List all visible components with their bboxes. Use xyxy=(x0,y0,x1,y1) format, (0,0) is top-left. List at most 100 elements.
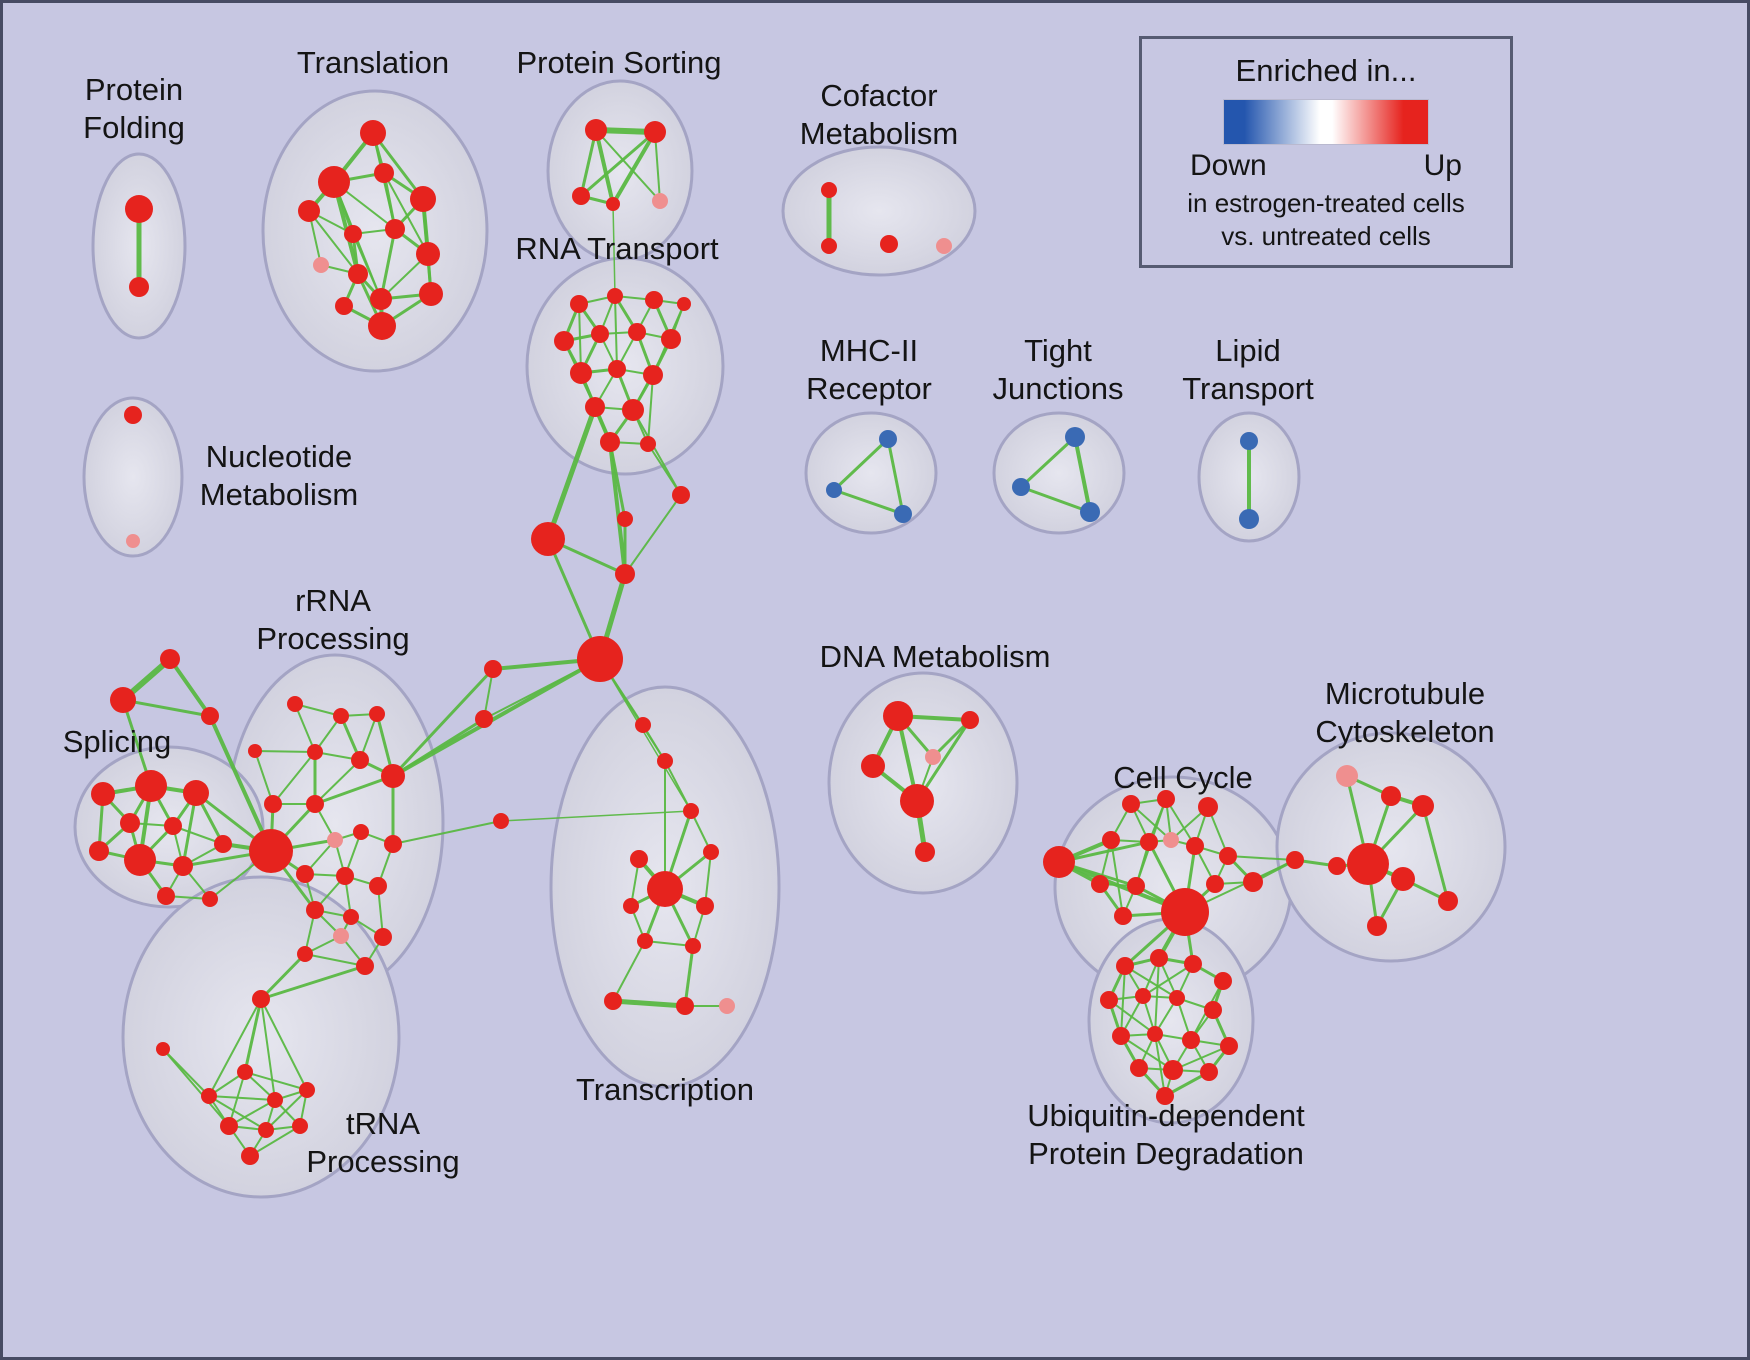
node-ub4 xyxy=(1214,972,1232,990)
edge-cn3-tx3 xyxy=(500,810,692,822)
node-sp11 xyxy=(202,891,218,907)
legend-title: Enriched in... xyxy=(1235,53,1417,88)
edge-tx2-tx3 xyxy=(664,760,692,812)
node-sp5 xyxy=(164,817,182,835)
node-rp17 xyxy=(343,909,359,925)
node-rt14 xyxy=(600,432,620,452)
node-ps3 xyxy=(572,187,590,205)
cluster-trna-processing xyxy=(121,875,401,1199)
edge-rt11-rt15 xyxy=(647,374,654,445)
node-sp10 xyxy=(157,887,175,905)
edge-tp6-tp8 xyxy=(265,1089,308,1131)
node-nm2 xyxy=(126,534,140,548)
node-rt7 xyxy=(628,323,646,341)
node-k2 xyxy=(617,511,633,527)
edge-rp6-rp9 xyxy=(314,759,361,805)
edge-tp4-tp8 xyxy=(208,1095,267,1131)
node-mc1 xyxy=(1336,765,1358,787)
legend-down-label: Down xyxy=(1190,149,1267,182)
edge-tp9-tp10 xyxy=(249,1125,301,1157)
node-tp9 xyxy=(292,1118,308,1134)
edge-tp2-tp7 xyxy=(162,1048,230,1127)
node-k1 xyxy=(672,486,690,504)
node-mc6 xyxy=(1347,843,1389,885)
node-rp7 xyxy=(381,764,405,788)
edge-tx5-tx8 xyxy=(704,851,712,907)
node-cm3 xyxy=(880,235,898,253)
edge-tj1-tj3 xyxy=(1073,435,1092,514)
node-st2 xyxy=(110,687,136,713)
edge-ub3-ub6 xyxy=(1142,963,1194,997)
node-rp5 xyxy=(307,744,323,760)
edge-tj1-tj2 xyxy=(1019,435,1077,489)
node-rt11 xyxy=(643,365,663,385)
cluster-label-dna-metabolism: DNA Metabolism xyxy=(820,639,1051,674)
node-rt1 xyxy=(570,295,588,313)
node-tx11 xyxy=(604,992,622,1010)
node-rt15 xyxy=(640,436,656,452)
node-tr1 xyxy=(360,120,386,146)
edge-rp4-rp8 xyxy=(254,750,274,805)
node-tr13 xyxy=(419,282,443,306)
edge-rp7-rp9 xyxy=(313,774,395,806)
edge-ps2-ps4 xyxy=(611,130,657,206)
node-tp6 xyxy=(299,1082,315,1098)
node-ub16 xyxy=(1156,1087,1174,1105)
node-rt13 xyxy=(622,399,644,421)
edge-ps1-ps3 xyxy=(579,128,598,198)
node-ub12 xyxy=(1220,1037,1238,1055)
edge-tx10-tx12 xyxy=(683,944,695,1008)
node-tx2 xyxy=(657,753,673,769)
edge-ps4-rt2 xyxy=(612,203,616,297)
edge-tr1-tr5 xyxy=(371,131,425,201)
node-rp21 xyxy=(356,957,374,975)
node-cc12 xyxy=(1206,875,1224,893)
node-ub6 xyxy=(1135,988,1151,1004)
node-mc3 xyxy=(1412,795,1434,817)
node-cc14 xyxy=(1114,907,1132,925)
cluster-nucleotide-metabolism xyxy=(82,396,184,558)
legend-caption-line1: in estrogen-treated cells xyxy=(1187,188,1465,218)
edge-cc3-cc8 xyxy=(1165,798,1196,847)
edge-cc5-cc14 xyxy=(1110,839,1124,917)
node-tr7 xyxy=(385,219,405,239)
edge-tp3-tp7 xyxy=(228,1071,246,1127)
edge-tr4-tr10 xyxy=(383,172,429,255)
node-st3 xyxy=(201,707,219,725)
node-tp1 xyxy=(252,990,270,1008)
node-mc7 xyxy=(1391,867,1415,891)
node-ub5 xyxy=(1100,991,1118,1009)
node-tr11 xyxy=(370,288,392,310)
node-tx7 xyxy=(623,898,639,914)
node-ub9 xyxy=(1112,1027,1130,1045)
node-tr8 xyxy=(313,257,329,273)
edge-hub-tx3 xyxy=(599,658,692,812)
node-cn3 xyxy=(493,813,509,829)
node-tp8 xyxy=(258,1122,274,1138)
edge-st1-st3 xyxy=(168,657,212,718)
node-tr12 xyxy=(335,297,353,315)
node-rp13 xyxy=(296,865,314,883)
cluster-cofactor-metabolism xyxy=(781,145,977,277)
node-cc9 xyxy=(1219,847,1237,865)
node-tj1 xyxy=(1065,427,1085,447)
node-cc11 xyxy=(1127,877,1145,895)
edge-cn2-rp7 xyxy=(391,717,486,778)
node-rp12 xyxy=(384,835,402,853)
node-rp20 xyxy=(297,946,313,962)
node-rp6 xyxy=(351,751,369,769)
node-cc7 xyxy=(1163,832,1179,848)
node-tp4 xyxy=(201,1088,217,1104)
node-sp1 xyxy=(91,782,115,806)
node-dm2 xyxy=(961,711,979,729)
node-tr5 xyxy=(410,186,436,212)
node-tx10 xyxy=(685,938,701,954)
edge-tp1-tp6 xyxy=(260,998,308,1091)
node-mh2 xyxy=(826,482,842,498)
